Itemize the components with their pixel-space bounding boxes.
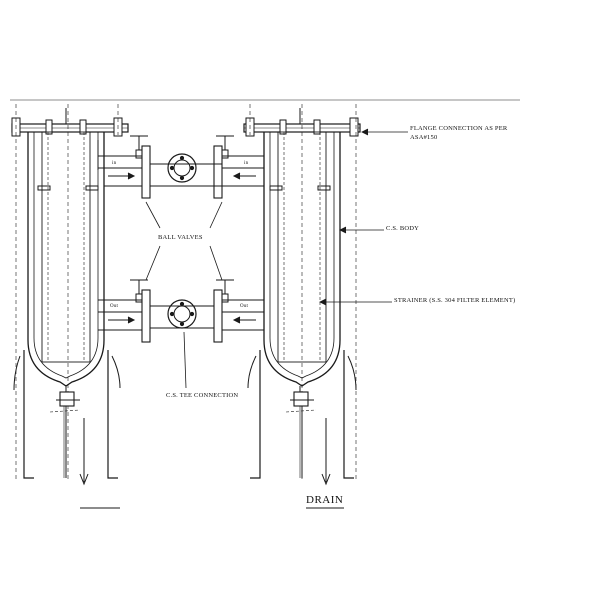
right-leg-a <box>250 350 261 479</box>
left-top-valve-body <box>135 149 143 159</box>
strainer-label: STRAINER (S.S. 304 FILTER ELEMENT) <box>394 297 516 304</box>
bottom-header-piping <box>98 279 264 343</box>
left-body-outer <box>27 132 105 387</box>
left-bolt-3 <box>79 119 87 135</box>
left-drain-valve <box>59 391 75 407</box>
right-bottom-valve-flange <box>213 289 223 343</box>
left-bottom-valve-flange <box>141 289 151 343</box>
left-strainer <box>11 104 129 486</box>
flange-label-line2: ASA#150 <box>410 134 438 141</box>
top-tee-bore <box>173 159 191 177</box>
right-bolt-4 <box>349 117 359 137</box>
flow-label-right-bottom: Out <box>240 304 249 309</box>
left-strainer-element <box>41 131 91 363</box>
right-support-b <box>317 185 331 191</box>
flow-label-left-bottom: Out <box>110 304 119 309</box>
ball-valves-label: BALL VALVES <box>158 234 203 241</box>
drain-label: DRAIN <box>306 494 344 506</box>
bottom-tee-bore <box>173 305 191 323</box>
right-top-valve-flange <box>213 145 223 199</box>
top-header-piping <box>97 135 264 199</box>
left-top-valve-flange <box>141 145 151 199</box>
flange-label-line1: FLANGE CONNECTION AS PER <box>410 125 508 132</box>
right-bottom-valve-body <box>221 293 229 303</box>
leader-lines <box>145 128 408 389</box>
right-drain-valve <box>293 391 309 407</box>
body-label: C.S. BODY <box>386 225 420 232</box>
right-support-a <box>269 185 283 191</box>
bottom-tee-flange <box>167 299 197 329</box>
left-support-a <box>37 185 51 191</box>
left-support-b <box>85 185 99 191</box>
left-bolt-2 <box>45 119 53 135</box>
flow-label-left-top: in <box>112 161 117 166</box>
right-body-outer <box>263 132 341 387</box>
tee-label: C.S. TEE CONNECTION <box>166 392 239 399</box>
flow-label-right-top: in <box>244 161 249 166</box>
right-leg-b <box>343 350 354 479</box>
right-bolt-2 <box>279 119 287 135</box>
right-strainer <box>243 104 361 486</box>
left-leg-a <box>23 350 34 479</box>
right-bolt-3 <box>313 119 321 135</box>
right-top-valve-body <box>221 149 229 159</box>
left-bottom-valve-body <box>135 293 143 303</box>
right-strainer-element <box>277 131 327 363</box>
top-tee-flange <box>167 153 197 183</box>
left-leg-b <box>107 350 118 479</box>
